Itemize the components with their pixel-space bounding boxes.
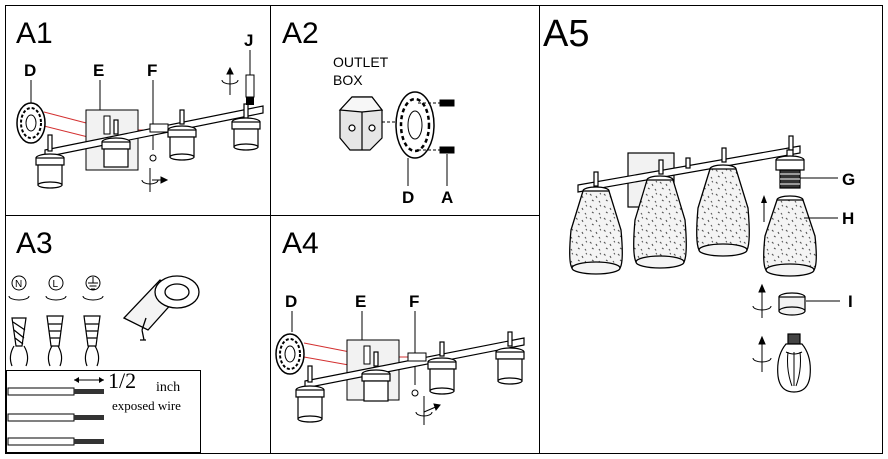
a3-wire-nuts — [9, 315, 101, 367]
panel-a2: A2 OUTLET BOX D A — [282, 17, 455, 207]
live-symbol: L — [53, 279, 59, 290]
panel-a1: A1 D E F J — [16, 17, 264, 192]
a5-shade-1 — [569, 186, 623, 275]
a5-shade-h — [763, 195, 817, 277]
a5-ring-i — [778, 292, 806, 316]
a1-socket-holders — [35, 103, 261, 189]
a1-label-f: F — [147, 61, 157, 80]
a3-strip-length-inset: 1/2 inch exposed wire — [6, 368, 201, 453]
a4-knob-f — [411, 389, 441, 425]
a5-shade-3 — [696, 164, 750, 257]
panel-a5: A5 — [543, 13, 855, 393]
a5-ring-rotate-icon — [752, 283, 772, 318]
a5-bulb-rotate-icon — [752, 335, 772, 372]
strip-unit: inch — [156, 380, 180, 395]
a2-label-d: D — [402, 188, 414, 207]
panel-a1-title: A1 — [16, 17, 53, 50]
a5-label-g: G — [842, 170, 855, 189]
a4-label-d: D — [285, 292, 297, 311]
a5-up-arrow-icon — [761, 195, 767, 222]
a2-outlet-label: OUTLET — [333, 54, 389, 70]
a2-mounting-plate-d — [395, 91, 435, 159]
panel-a3: A3 N L — [6, 227, 201, 453]
a2-screws-a — [418, 99, 455, 154]
a5-bulb-icon — [777, 333, 811, 393]
a5-label-i: I — [848, 292, 853, 311]
panel-a2-title: A2 — [282, 17, 319, 50]
a5-label-h: H — [842, 209, 854, 228]
a2-outlet-box — [338, 96, 384, 151]
a4-label-f: F — [409, 292, 419, 311]
a2-label-a: A — [441, 188, 453, 207]
a1-mounting-plate-d — [16, 102, 46, 144]
panel-a4: A4 D E F — [275, 227, 525, 425]
a3-wire-symbols: N L — [8, 275, 104, 301]
a1-fixture-bar — [44, 105, 264, 158]
a5-shade-2 — [633, 175, 687, 269]
a4-label-e: E — [355, 292, 366, 311]
panel-borders — [5, 5, 883, 454]
panel-a5-title: A5 — [543, 13, 589, 55]
a1-label-d: D — [24, 61, 36, 80]
panel-a3-title: A3 — [16, 227, 53, 260]
a3-electrical-tape-icon — [122, 275, 200, 341]
a1-label-e: E — [93, 61, 104, 80]
strip-fraction: 1/2 — [108, 368, 136, 393]
a1-rotate-arrow-icon — [221, 66, 239, 95]
a4-mounting-plate-d — [275, 333, 305, 375]
strip-note: exposed wire — [112, 398, 181, 413]
a2-box-label: BOX — [333, 72, 363, 88]
a1-knob-f — [141, 154, 169, 192]
a5-socket-g — [775, 149, 805, 189]
a1-screw-j — [245, 74, 255, 105]
neutral-symbol: N — [15, 279, 22, 290]
a5-glass-shades — [569, 164, 817, 277]
a1-label-j: J — [244, 31, 253, 50]
a4-socket-holders — [295, 331, 525, 423]
panel-a4-title: A4 — [282, 227, 319, 260]
